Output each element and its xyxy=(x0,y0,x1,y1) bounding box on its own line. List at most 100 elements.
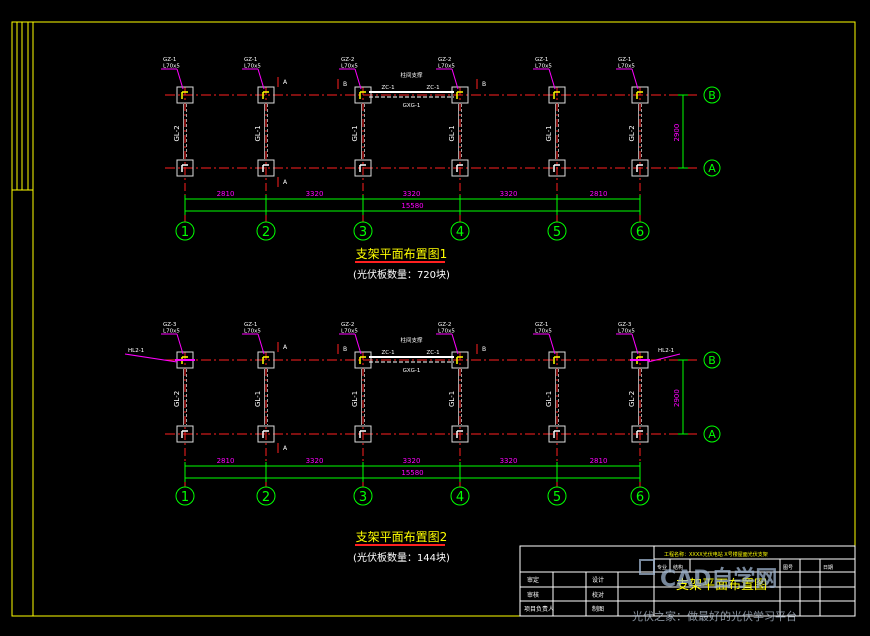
axis-label-B: B xyxy=(708,89,716,102)
axis-bubble-5 xyxy=(547,486,567,506)
tb-drawing-name: 支架平面布置图 xyxy=(676,578,767,593)
beam-label: GL-1 xyxy=(351,391,359,407)
tb-header-1: 专业 xyxy=(657,564,667,571)
span-dim-text: 2810 xyxy=(217,457,235,465)
column-box xyxy=(176,86,194,104)
watermark: CAD自学网 光伏之家：做最好的光伏学习平台 xyxy=(632,559,797,623)
column-size-label: L70x5 xyxy=(341,329,358,335)
brace-left-label: ZC-1 xyxy=(382,85,395,91)
column-box xyxy=(176,425,194,443)
section-mark-label: A xyxy=(283,344,288,351)
section-mark-label: A xyxy=(283,445,288,452)
column-code-label: GZ-2 xyxy=(438,57,451,63)
column-angle xyxy=(181,91,188,99)
column-box xyxy=(451,351,469,369)
column-size-label: L70x5 xyxy=(244,329,261,335)
column-angle xyxy=(456,430,463,438)
axis-bubble-2 xyxy=(256,221,276,241)
column-size-label: L70x5 xyxy=(618,329,635,335)
axis-bubble-B xyxy=(703,86,721,104)
axis-number-label: 1 xyxy=(181,225,189,240)
axis-number-label: 2 xyxy=(262,225,270,240)
column-leader xyxy=(354,333,362,355)
column-angle xyxy=(636,430,643,438)
section-mark-label: B xyxy=(343,81,347,88)
column-box xyxy=(354,159,372,177)
column-box xyxy=(631,159,649,177)
column-box xyxy=(257,159,275,177)
column-angle xyxy=(636,164,643,172)
span-dim-text: 3320 xyxy=(306,190,324,198)
column-leader xyxy=(354,68,362,90)
left-binding-strip xyxy=(12,22,33,191)
axis-number-label: 6 xyxy=(636,490,644,505)
beam-label: GL-2 xyxy=(628,391,636,407)
column-angle xyxy=(456,164,463,172)
axis-number-label: 4 xyxy=(456,225,464,240)
column-size-label: L70x5 xyxy=(535,64,552,70)
axis-bubble-3 xyxy=(353,486,373,506)
column-box xyxy=(257,425,275,443)
column-leader xyxy=(451,68,459,90)
side-code-left: HL2-1 xyxy=(128,348,144,354)
beam-label: GL-2 xyxy=(628,125,636,141)
span-dim-text: 3320 xyxy=(403,190,421,198)
brace-right-label: ZC-1 xyxy=(427,350,440,356)
beam-label: GL-1 xyxy=(448,391,456,407)
axis-bubble-B xyxy=(703,351,721,369)
column-angle xyxy=(553,164,560,172)
tb-row-2: 审核 xyxy=(527,591,539,599)
column-box xyxy=(354,351,372,369)
axis-bubble-3 xyxy=(353,221,373,241)
axis-number-label: 5 xyxy=(553,490,561,505)
column-box xyxy=(548,425,566,443)
column-box xyxy=(354,425,372,443)
column-code-label: GZ-1 xyxy=(535,322,548,328)
column-size-label: L70x5 xyxy=(163,329,180,335)
tb-row-1: 审定 xyxy=(527,576,539,584)
column-leader xyxy=(548,68,556,90)
column-code-label: GZ-2 xyxy=(438,322,451,328)
side-code-right: HL2-1 xyxy=(658,348,674,354)
axis-number-label: 3 xyxy=(359,225,367,240)
axis-bubble-6 xyxy=(630,486,650,506)
inner-frame xyxy=(32,21,856,617)
axis-number-label: 5 xyxy=(553,225,561,240)
brace-bottom-label: GXG-1 xyxy=(403,368,421,374)
beam-label: GL-1 xyxy=(254,125,262,141)
span-dim-text: 2810 xyxy=(217,190,235,198)
tb-header-4: 日期 xyxy=(823,565,833,571)
column-box xyxy=(354,86,372,104)
column-code-label: GZ-3 xyxy=(163,322,177,328)
column-leader xyxy=(548,333,556,355)
side-leader-right xyxy=(647,353,681,363)
column-box xyxy=(548,86,566,104)
column-leader xyxy=(257,333,265,355)
column-angle xyxy=(262,164,269,172)
column-angle xyxy=(553,356,560,364)
brace-top-label: 柱间支撑 xyxy=(400,71,423,79)
tb-row-5: 校对 xyxy=(592,591,604,599)
plan-note: (光伏板数量：144块) xyxy=(353,551,450,564)
beam-label: GL-1 xyxy=(545,391,553,407)
tb-row-4: 设计 xyxy=(592,576,604,584)
outer-frame xyxy=(11,21,856,617)
axis-number-label: 1 xyxy=(181,490,189,505)
beam-label: GL-1 xyxy=(254,391,262,407)
column-angle xyxy=(456,91,463,99)
side-leader-left xyxy=(124,353,178,363)
column-box xyxy=(631,86,649,104)
column-angle xyxy=(262,430,269,438)
span-dim-text: 2810 xyxy=(590,190,608,198)
column-angle xyxy=(359,164,366,172)
watermark-slogan: 光伏之家：做最好的光伏学习平台 xyxy=(632,609,797,623)
column-code-label: GZ-1 xyxy=(163,57,176,63)
axis-bubble-6 xyxy=(630,221,650,241)
section-mark-label: B xyxy=(482,81,486,88)
column-leader xyxy=(451,333,459,355)
tb-header-3: 图号 xyxy=(783,565,793,571)
depth-dim-text: 2900 xyxy=(673,124,681,142)
axis-bubble-4 xyxy=(450,221,470,241)
column-leader xyxy=(631,68,639,90)
